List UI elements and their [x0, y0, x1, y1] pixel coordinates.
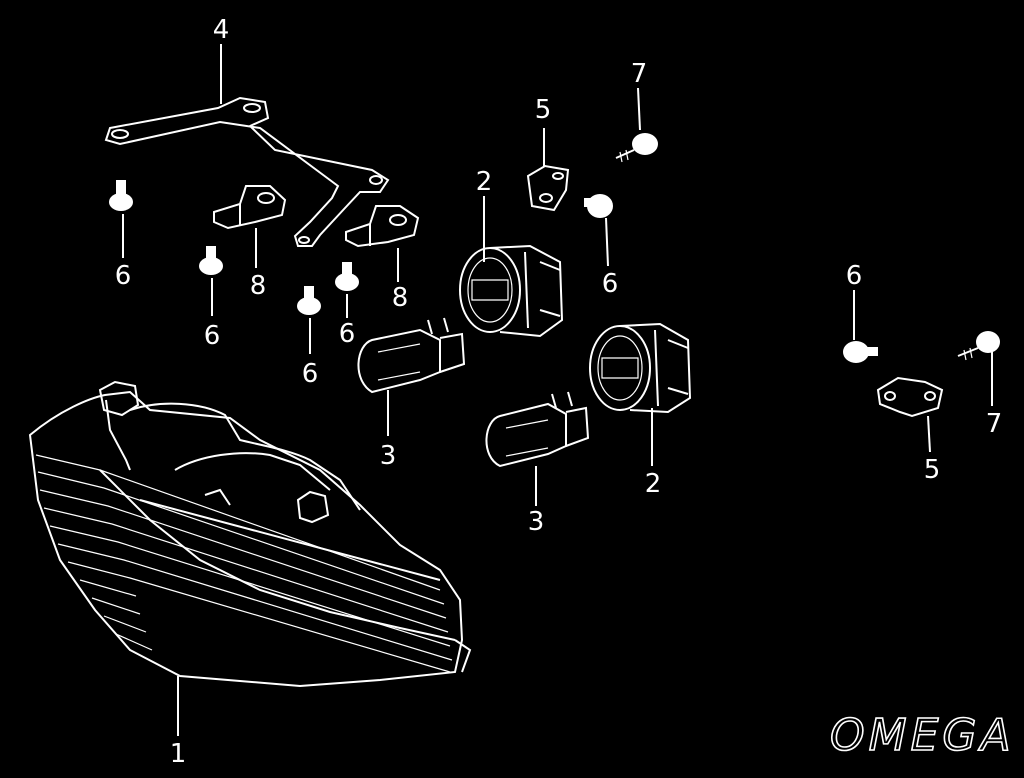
callout-label: 2: [476, 167, 493, 197]
callout-label: 6: [602, 269, 619, 299]
callout-label: 3: [528, 507, 545, 537]
callout-label: 5: [535, 95, 552, 125]
mounting-bracket: [104, 96, 390, 247]
tail-light-housing: [28, 380, 472, 688]
callout-label: 2: [645, 469, 662, 499]
screw-6-f: [843, 341, 878, 363]
callout-label: 1: [170, 739, 187, 769]
clip-8-right: [345, 205, 420, 248]
omega-watermark: OMEGA: [830, 710, 1015, 761]
callout-label: 8: [392, 283, 409, 313]
callout-label: 7: [631, 59, 648, 89]
bulb-3-b: [485, 391, 590, 468]
tapping-screw-7-a: [615, 133, 658, 163]
leader-lines: [122, 44, 993, 736]
bulb-socket-2-a: [459, 244, 564, 338]
bulb-socket-2-b: [589, 322, 692, 414]
tapping-screw-7-b: [957, 331, 1000, 361]
nut-bracket-5-a: [526, 164, 570, 212]
callout-label: 5: [924, 455, 941, 485]
screw-6-e: [584, 194, 613, 218]
callout-label: 6: [115, 261, 132, 291]
screw-6-b: [199, 246, 223, 275]
callout-label: 8: [250, 271, 267, 301]
callout-label: 6: [846, 261, 863, 291]
callout-label: 4: [213, 15, 230, 45]
screw-6-d: [335, 262, 359, 291]
callout-label: 6: [204, 321, 221, 351]
screw-6-c: [297, 286, 321, 315]
callout-labels: 4 6 6 6 6 8 8 2 5 7 6 3 3 2 6 5 7 1: [115, 15, 1003, 769]
clip-8-left: [213, 185, 287, 230]
callout-label: 6: [339, 319, 356, 349]
callout-label: 6: [302, 359, 319, 389]
bulb-3-a: [357, 317, 466, 394]
callout-label: 7: [986, 409, 1003, 439]
nut-bracket-5-b: [876, 376, 944, 418]
screw-6-a: [109, 180, 133, 211]
callout-label: 3: [380, 441, 397, 471]
